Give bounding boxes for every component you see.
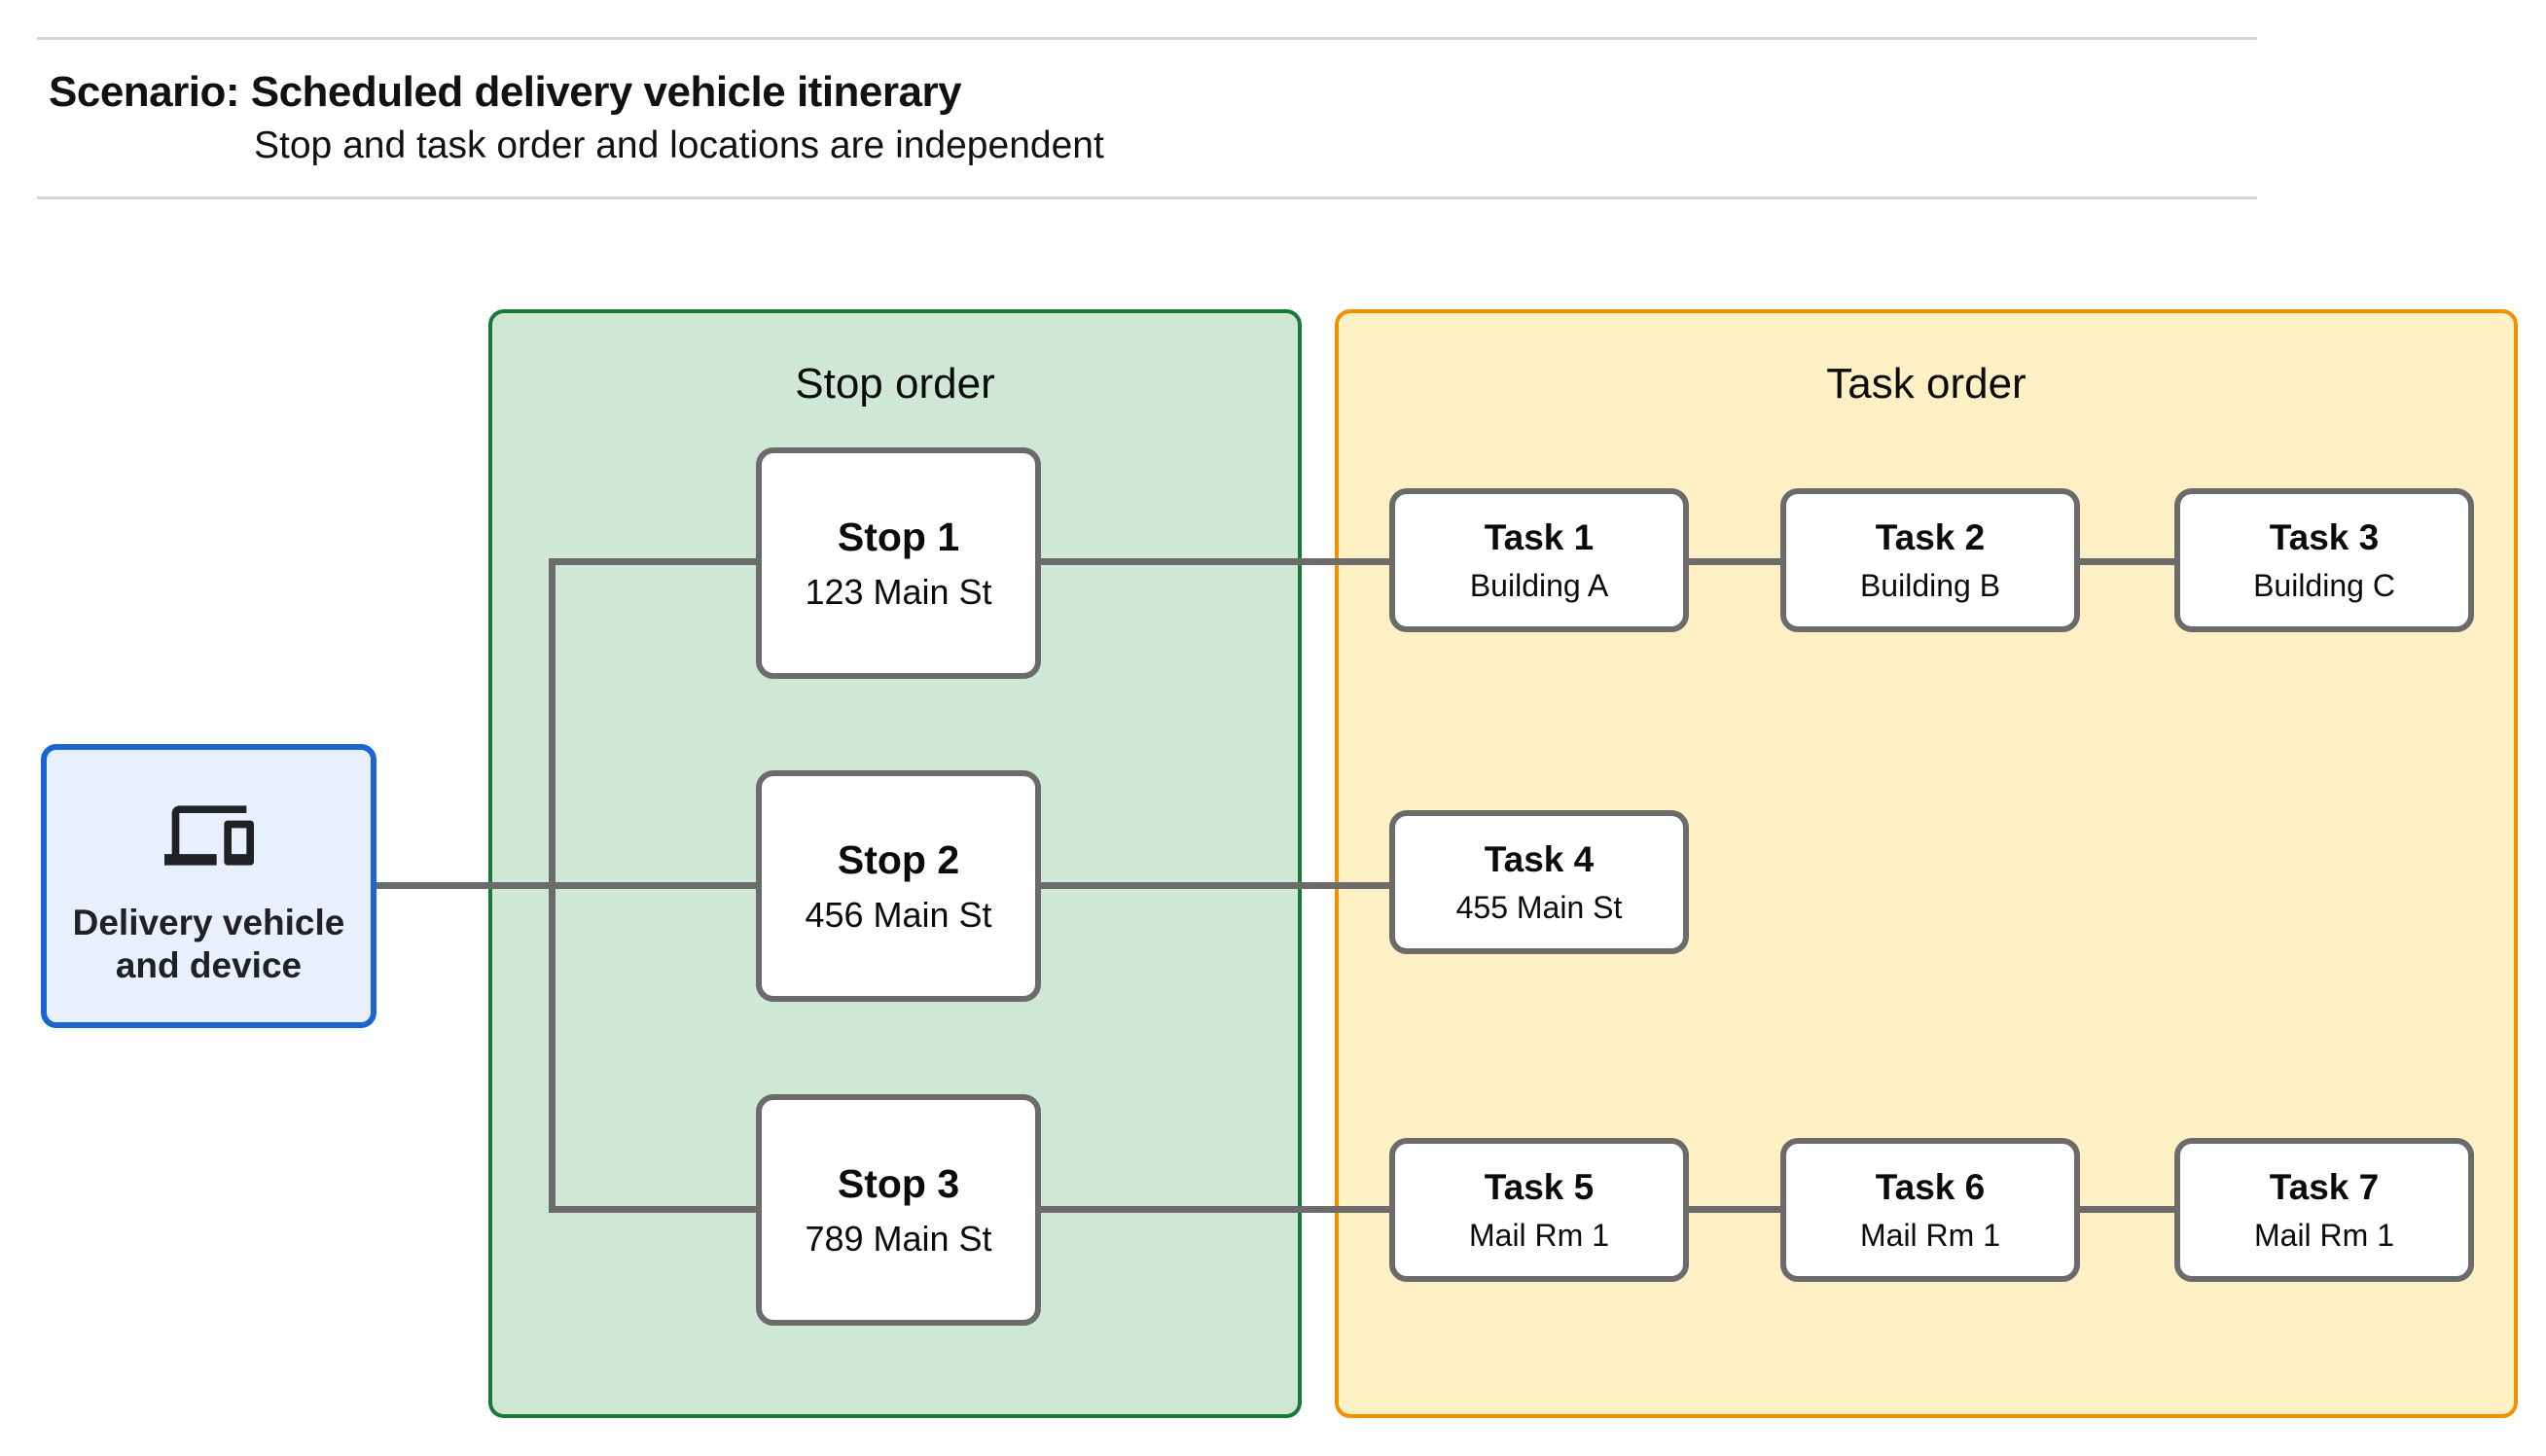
stop-1-title: Stop 1 [837, 514, 960, 559]
task-3-node: Task 3 Building C [2174, 488, 2474, 632]
stop-1-node: Stop 1 123 Main St [756, 447, 1041, 679]
task-5-node: Task 5 Mail Rm 1 [1389, 1138, 1689, 1282]
page-subtitle: Stop and task order and locations are in… [254, 124, 1104, 166]
task-5-location: Mail Rm 1 [1468, 1217, 1609, 1253]
task-7-node: Task 7 Mail Rm 1 [2174, 1138, 2474, 1282]
stop-3-title: Stop 3 [837, 1160, 960, 1206]
stop-3-node: Stop 3 789 Main St [756, 1094, 1041, 1326]
connector-trunk-to-stop3 [549, 1206, 756, 1213]
task-4-location: 455 Main St [1455, 889, 1623, 925]
stop-2-node: Stop 2 456 Main St [756, 770, 1041, 1002]
task-3-location: Building C [2253, 567, 2395, 603]
delivery-vehicle-label: Delivery vehicle and device [72, 903, 345, 985]
task-4-title: Task 4 [1484, 838, 1595, 879]
stop-order-panel-title: Stop order [795, 360, 995, 408]
task-1-node: Task 1 Building A [1389, 488, 1689, 632]
header-divider [37, 196, 2257, 199]
connector-task2-to-task3 [2078, 558, 2176, 565]
connector-task1-to-task2 [1687, 558, 1782, 565]
task-2-location: Building B [1859, 567, 2001, 603]
connector-trunk [549, 558, 556, 1213]
devices-icon [163, 805, 254, 866]
stop-2-address: 456 Main St [805, 894, 992, 935]
task-2-title: Task 2 [1875, 516, 1986, 557]
task-7-location: Mail Rm 1 [2253, 1217, 2394, 1253]
task-4-node: Task 4 455 Main St [1389, 810, 1689, 954]
stop-1-address: 123 Main St [805, 571, 992, 612]
task-1-location: Building A [1469, 567, 1609, 603]
task-6-node: Task 6 Mail Rm 1 [1780, 1138, 2080, 1282]
task-6-location: Mail Rm 1 [1859, 1217, 2000, 1253]
connector-stop3-to-task5 [1039, 1206, 1389, 1213]
task-5-title: Task 5 [1484, 1166, 1595, 1207]
stop-2-title: Stop 2 [837, 836, 960, 882]
connector-trunk-to-stop1 [549, 558, 756, 565]
top-divider [37, 37, 2257, 40]
page-title: Scenario: Scheduled delivery vehicle iti… [49, 68, 962, 116]
task-7-title: Task 7 [2269, 1166, 2380, 1207]
connector-task5-to-task6 [1687, 1206, 1782, 1213]
task-6-title: Task 6 [1875, 1166, 1986, 1207]
connector-vehicle-to-stop2 [375, 882, 756, 889]
task-3-title: Task 3 [2269, 516, 2380, 557]
connector-stop1-to-task1 [1039, 558, 1389, 565]
connector-task6-to-task7 [2078, 1206, 2176, 1213]
task-order-panel-title: Task order [1826, 360, 2026, 408]
connector-stop2-to-task4 [1039, 882, 1389, 889]
delivery-vehicle-node: Delivery vehicle and device [41, 744, 377, 1028]
task-1-title: Task 1 [1484, 516, 1595, 557]
task-2-node: Task 2 Building B [1780, 488, 2080, 632]
stop-3-address: 789 Main St [805, 1218, 992, 1259]
